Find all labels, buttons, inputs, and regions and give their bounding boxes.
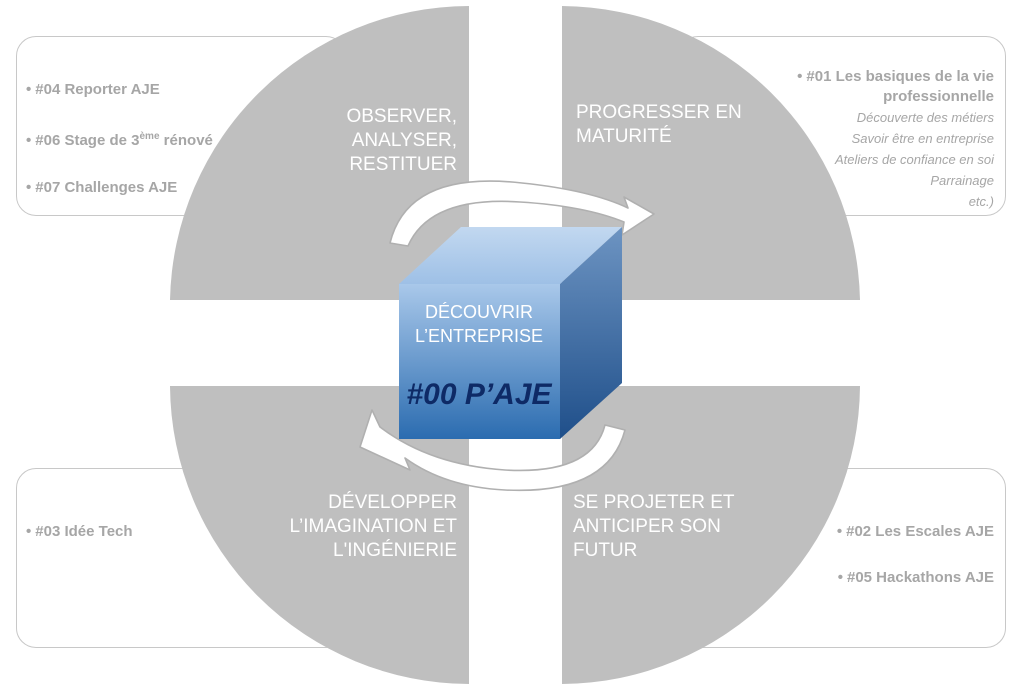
quadrant-bottom-right: [562, 386, 860, 684]
bottom-right-box-list: #02 Les Escales AJE #05 Hackathons AJE: [837, 509, 994, 601]
quadrant-top-right: [562, 6, 860, 300]
quadrant-top-left: [170, 6, 469, 300]
center-cube: DÉCOUVRIR L’ENTREPRISE #00 P’AJE: [399, 227, 622, 439]
list-item: #05 Hackathons AJE: [837, 555, 994, 601]
cube-title-line2: L’ENTREPRISE: [415, 326, 543, 346]
top-right-box-list: #01 Les basiques de la vie professionnel…: [694, 67, 994, 212]
cycle-arrow-bottom-icon: [359, 409, 626, 492]
sub-item: Découverte des métiers: [856, 110, 994, 125]
list-item: #04 Reporter AJE: [26, 66, 213, 113]
sub-item: Parrainage: [930, 173, 994, 188]
cube-title-line1: DÉCOUVRIR: [425, 302, 533, 322]
list-item: #06 Stage de 3ème rénové: [26, 113, 213, 164]
list-item: #02 Les Escales AJE: [837, 509, 994, 555]
sub-item: Savoir être en entreprise: [851, 131, 994, 146]
cube-top-face: [399, 227, 622, 284]
cube-code: #00 P’AJE: [406, 378, 552, 411]
top-left-box-list: #04 Reporter AJE #06 Stage de 3ème rénov…: [26, 66, 213, 211]
sub-item: Ateliers de confiance en soi: [835, 152, 994, 167]
cube-front-face: [399, 284, 560, 439]
quadrant-label-top-left: OBSERVER, ANALYSER, RESTITUER: [346, 106, 457, 175]
bottom-left-box-list: #03 Idée Tech: [26, 522, 132, 542]
list-item: #03 Idée Tech: [26, 522, 132, 542]
list-item: #07 Challenges AJE: [26, 164, 213, 211]
cube-side-face: [560, 227, 622, 439]
list-item-continuation: professionnelle: [883, 88, 994, 105]
list-item: #01 Les basiques de la vie: [694, 67, 994, 87]
sub-item: etc.): [968, 194, 994, 209]
quadrant-label-top-right: PROGRESSER EN MATURITÉ: [576, 102, 742, 147]
cycle-arrow-top-icon: [389, 180, 655, 247]
quadrant-label-bottom-left: DÉVELOPPER L’IMAGINATION ET L'INGÉNIERIE: [289, 492, 457, 561]
quadrant-label-bottom-right: SE PROJETER ET ANTICIPER SON FUTUR: [573, 492, 735, 561]
